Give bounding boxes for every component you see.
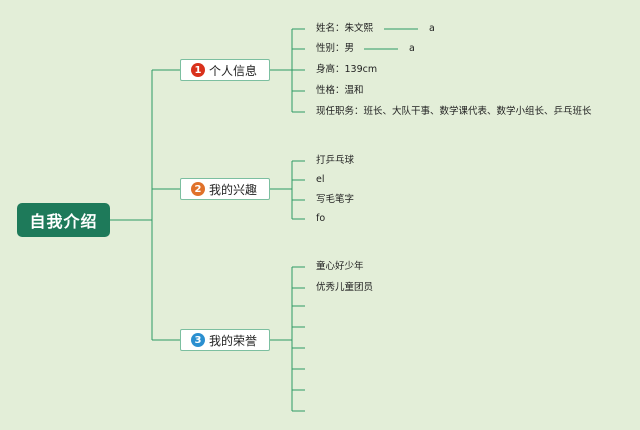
badge-1-icon: 1 xyxy=(191,63,205,77)
leaf-ping-pong[interactable]: 打乒乓球 xyxy=(316,155,355,166)
branch-label: 我的兴趣 xyxy=(209,182,258,197)
leaf-height[interactable]: 身高：139cm xyxy=(316,64,378,75)
badge-3-icon: 3 xyxy=(191,333,205,347)
branch-my-honors[interactable]: 3 我的荣誉 xyxy=(180,329,270,351)
extra-text-a: a xyxy=(429,23,435,34)
branch-label: 个人信息 xyxy=(209,63,258,78)
root-node[interactable]: 自我介绍 xyxy=(17,203,110,237)
branch-personal-info[interactable]: 1 个人信息 xyxy=(180,59,270,81)
leaf-el[interactable]: el xyxy=(316,174,325,185)
leaf-good-youth[interactable]: 童心好少年 xyxy=(316,261,364,272)
leaf-character[interactable]: 性格：温和 xyxy=(316,85,364,96)
branch-my-interests[interactable]: 2 我的兴趣 xyxy=(180,178,270,200)
root-label: 自我介绍 xyxy=(29,212,98,231)
badge-2-icon: 2 xyxy=(191,182,205,196)
branch-label: 我的荣誉 xyxy=(209,333,258,348)
leaf-position[interactable]: 现任职务：班长、大队干事、数学课代表、数学小组长、乒乓班长 xyxy=(316,106,592,117)
leaf-calligraphy[interactable]: 写毛笔字 xyxy=(316,194,355,205)
leaf-excellent-member[interactable]: 优秀儿童团员 xyxy=(316,282,374,293)
extra-text-a: a xyxy=(409,43,415,54)
leaf-fo[interactable]: fo xyxy=(316,213,326,224)
leaf-gender[interactable]: 性别：男 xyxy=(316,43,355,54)
leaf-name[interactable]: 姓名：朱文熙 xyxy=(316,23,374,34)
